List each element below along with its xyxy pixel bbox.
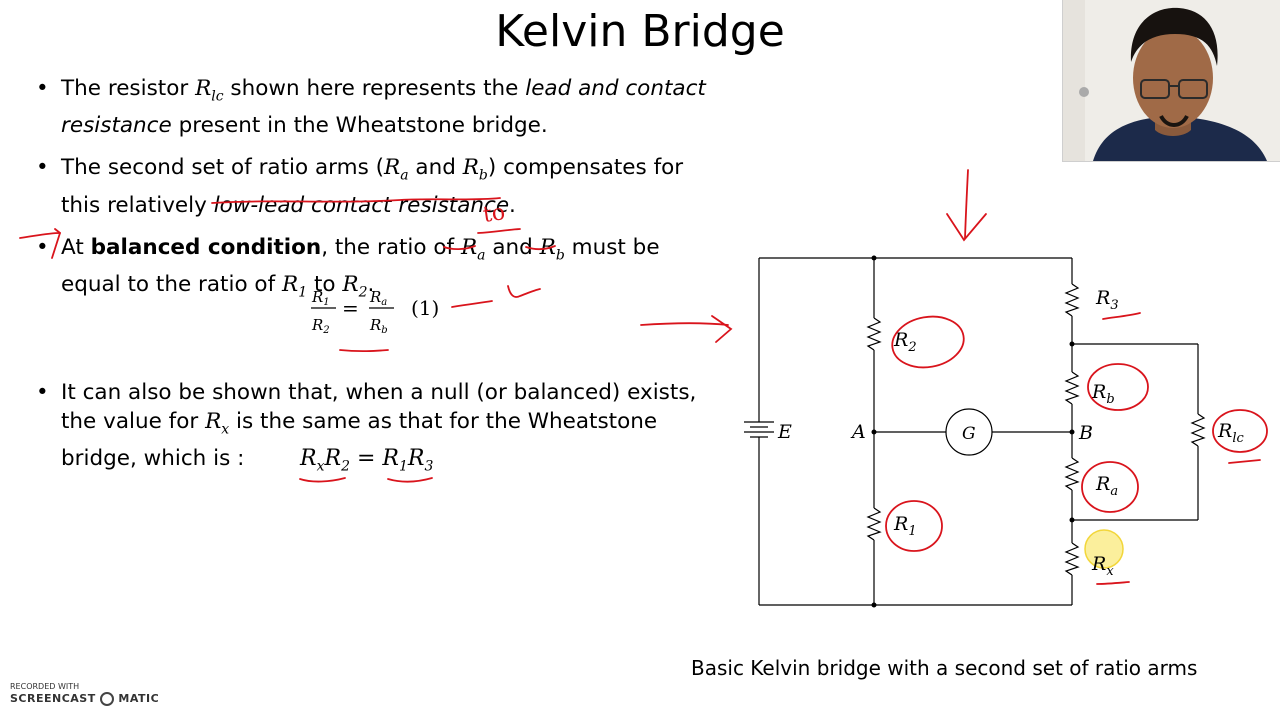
figure-caption: Basic Kelvin bridge with a second set of…: [691, 656, 1198, 680]
resistor-r1: [866, 507, 882, 541]
equation-1: R1 R2 = Ra Rb (1): [311, 288, 439, 336]
svg-text:to: to: [481, 200, 506, 228]
bullet-1: • The resistor Rlc shown here represents…: [36, 76, 706, 139]
svg-text:A: A: [850, 421, 866, 443]
resistor-rlc: [1190, 413, 1206, 447]
screencast-watermark: RECORDED WITH SCREENCAST MATIC: [10, 682, 160, 706]
resistor-rb: [1064, 371, 1080, 405]
resistor-r2: [866, 317, 882, 351]
resistor-rx: [1064, 542, 1080, 576]
label-rlc: Rlc: [1217, 420, 1244, 446]
cursor-highlight: [1084, 529, 1124, 569]
slide-title: Kelvin Bridge: [495, 6, 785, 57]
svg-text:=: =: [342, 296, 359, 320]
svg-text:B: B: [1078, 422, 1093, 444]
bullet-2: • The second set of ratio arms (Ra and R…: [36, 155, 684, 218]
screencast-logo-icon: [100, 692, 115, 706]
label-r2: R2: [893, 329, 917, 355]
webcam-overlay: [1062, 0, 1280, 162]
label-r3: R3: [1095, 287, 1119, 313]
bullet-dot: •: [36, 155, 49, 181]
label-r1: R1: [893, 513, 917, 539]
math-rb: Rb: [462, 155, 488, 184]
math-rlc: Rlc: [195, 76, 224, 105]
bullet-dot: •: [36, 234, 49, 260]
presenter-video: [1063, 0, 1280, 161]
svg-text:(1): (1): [411, 296, 439, 320]
bullet-dot: •: [36, 76, 49, 101]
math-ra: Ra: [384, 155, 409, 184]
bullet-dot: •: [36, 380, 49, 406]
equation-2: RxR2 = R1R3: [300, 446, 434, 475]
svg-text:G: G: [962, 424, 976, 444]
label-rx: Rx: [1091, 553, 1114, 579]
bullet-4: • It can also be shown that, when a null…: [36, 380, 697, 472]
label-ra: Ra: [1095, 473, 1118, 499]
label-rb: Rb: [1091, 381, 1115, 407]
svg-text:E: E: [777, 421, 792, 443]
bullet-list: • The resistor Rlc shown here represents…: [36, 74, 726, 486]
resistor-ra: [1064, 457, 1080, 491]
bullet-3: • At balanced condition, the ratio of Ra…: [36, 234, 660, 301]
resistor-r3: [1064, 283, 1080, 317]
